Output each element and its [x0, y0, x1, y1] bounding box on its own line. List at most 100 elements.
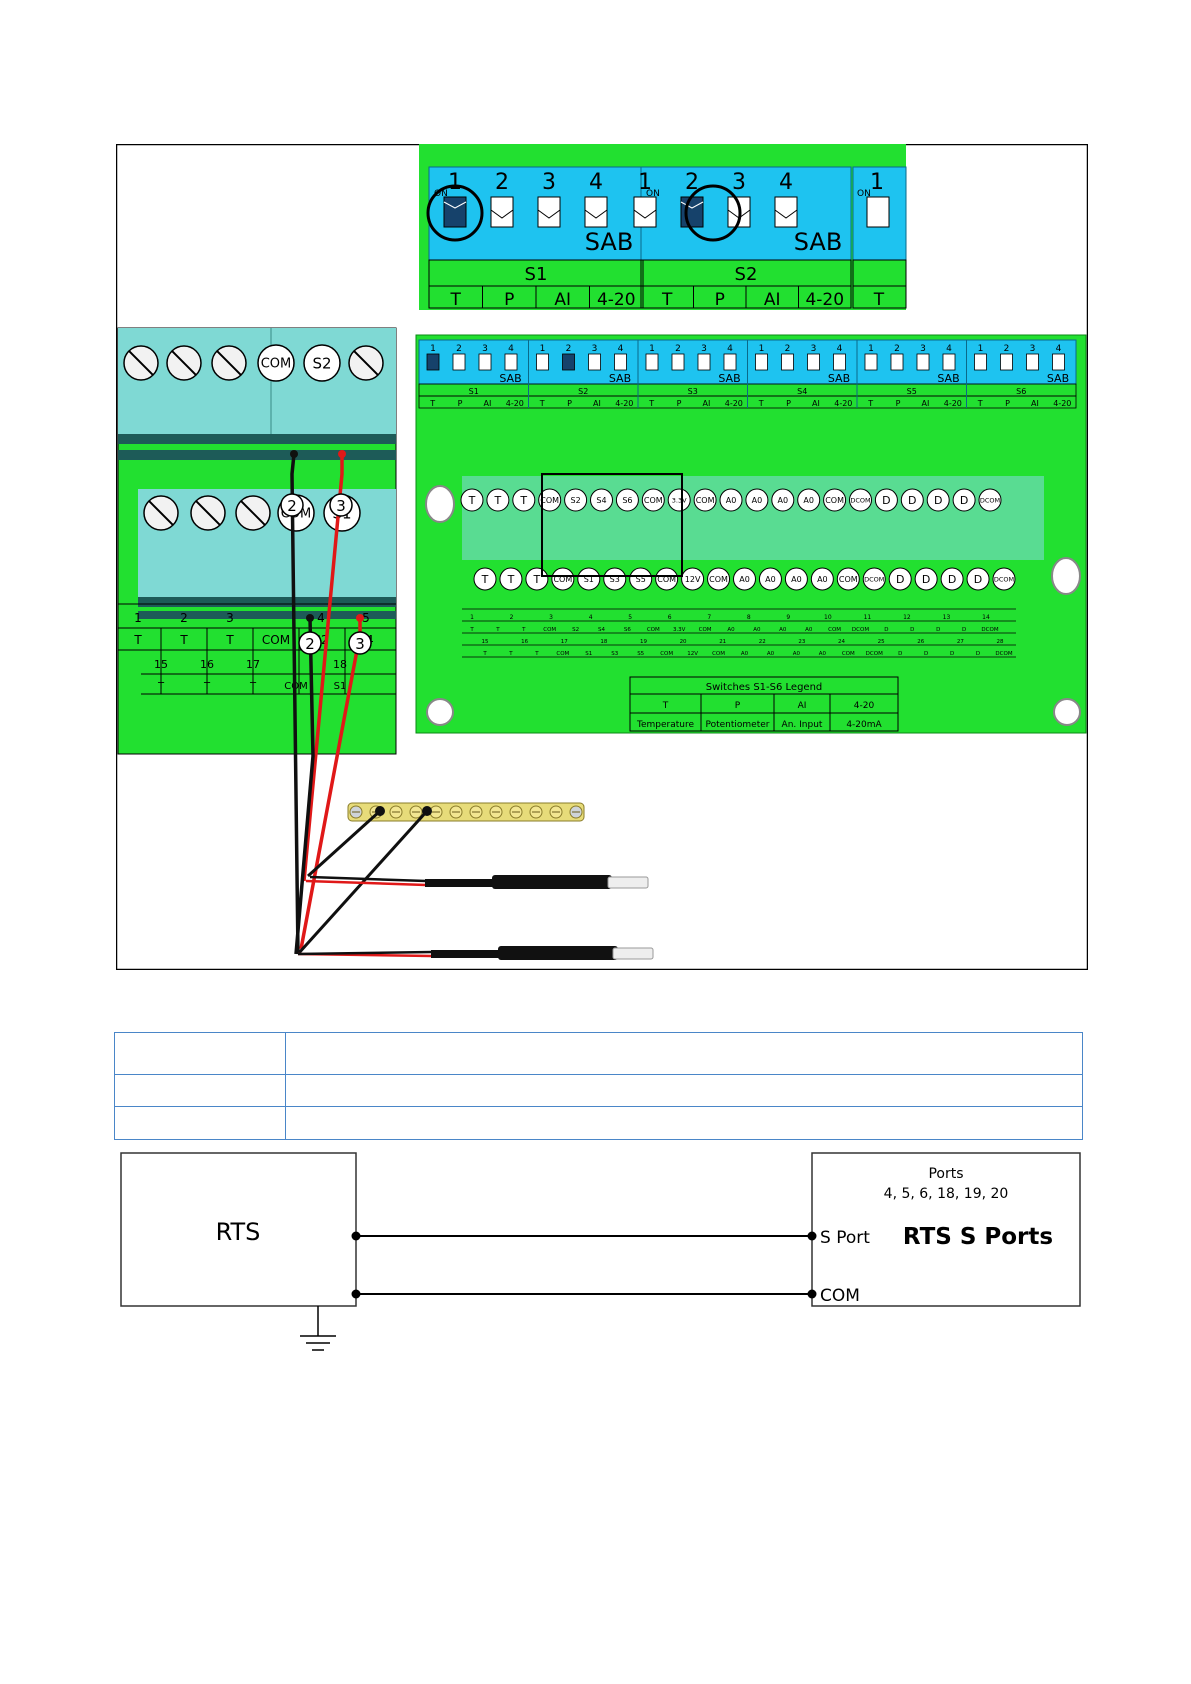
- board-dip-mode-label: AI: [922, 399, 930, 408]
- board-table-cell: 26: [917, 639, 924, 645]
- sensor-probe-icon: [607, 876, 649, 889]
- board-dip-number: 2: [894, 344, 900, 354]
- wire-lug-red-1: [338, 450, 346, 458]
- board-table-cell: A0: [727, 627, 735, 633]
- board-dip-group-label: S1: [469, 387, 479, 396]
- dip-group-label-s2: S2: [735, 264, 758, 285]
- dip-switch-lever: [633, 209, 657, 219]
- board-terminal: [615, 488, 639, 512]
- probe-2-sleeve: [498, 946, 618, 960]
- dip-switch-icon: [890, 353, 904, 371]
- bus-screw-connection-2: [422, 806, 432, 816]
- board-terminal-label: D: [934, 494, 942, 507]
- board-dip-group-label: S2: [578, 387, 588, 396]
- dip-switch-lever: [443, 201, 467, 209]
- board-terminal-label: T: [468, 494, 476, 507]
- board-terminal: [551, 567, 575, 591]
- legend-code: 4-20: [854, 701, 875, 711]
- board-table-cell: 4: [589, 614, 593, 621]
- board-terminal: [900, 488, 924, 512]
- board-table-cell: S3: [611, 651, 618, 657]
- board-table-cell: 2: [510, 614, 514, 621]
- dip-switch-number: 4: [589, 170, 603, 195]
- board-terminal-label: D: [922, 573, 930, 586]
- board-dip-number: 3: [482, 344, 488, 354]
- board-terminal: [952, 488, 976, 512]
- board-table-cell: D: [884, 627, 888, 633]
- board-dip-group-label: S4: [797, 387, 807, 396]
- terminal-upper-rail: [118, 434, 396, 444]
- dip-switch-lever: [584, 209, 608, 219]
- board-terminal: [667, 488, 691, 512]
- board-dip-number: 2: [675, 344, 681, 354]
- board-terminal: [810, 567, 834, 591]
- board-dip-mode-label: AI: [1031, 399, 1039, 408]
- board-table-cell: 18: [600, 639, 607, 645]
- board-terminal-label: T: [507, 573, 515, 586]
- board-table-cell: 17: [561, 639, 568, 645]
- board-dip-sab-label: SAB: [828, 372, 850, 385]
- dip-switch-icon: [723, 353, 737, 371]
- board-table-cell: 15: [482, 639, 489, 645]
- board-terminal-label: D: [974, 573, 982, 586]
- wire-marker-circle-2: [329, 493, 353, 517]
- legend-code: T: [662, 701, 669, 711]
- board-table-cell: DCOM: [981, 627, 998, 633]
- board-table-cell: 9: [786, 614, 790, 621]
- legend-code: P: [735, 701, 741, 711]
- screw-slot: [195, 500, 221, 526]
- wire-marker-circle-1: [280, 493, 304, 517]
- dip-switch-icon: [537, 196, 561, 228]
- pin-number: 3: [226, 611, 234, 625]
- board-terminal: [719, 488, 743, 512]
- board-terminal-label: DCOM: [864, 575, 884, 583]
- board-terminal-label: S6: [622, 496, 632, 505]
- board-terminal-label: COM: [644, 496, 663, 505]
- board-table-cell: D: [962, 627, 966, 633]
- wire-marker-2: 3: [336, 497, 346, 515]
- board-terminal-label: D: [896, 573, 904, 586]
- board-terminal: [538, 488, 562, 512]
- terminal-lower-rail: [138, 597, 396, 607]
- dip-mode-label: 4-20: [597, 290, 636, 310]
- highlight-box-s-ports: [541, 473, 683, 577]
- board-terminal-label: A0: [817, 575, 828, 584]
- board-dip-mode-label: T: [867, 399, 873, 408]
- board-table-cell: 12: [903, 614, 911, 621]
- dip-switch-icon: [866, 196, 890, 228]
- board-terminal: [512, 488, 536, 512]
- wire-markers: 2 3 2 3: [280, 493, 372, 655]
- info-table: [114, 1032, 1083, 1140]
- probe-1-cable: [425, 879, 495, 887]
- s-port-label: S Port: [820, 1228, 870, 1248]
- probe-2-cable: [431, 950, 501, 958]
- wire-marker-4: 3: [355, 635, 365, 653]
- board-table-cell: A0: [779, 627, 787, 633]
- board-dip-number: 3: [811, 344, 817, 354]
- board-terminal-label: 12V: [685, 575, 701, 584]
- board-terminal-label: S5: [636, 575, 646, 584]
- board-table-cell: 21: [719, 639, 726, 645]
- dip-switch-number: 3: [542, 170, 556, 195]
- dip-on-label-s1: ON: [434, 189, 448, 199]
- rts-signal-node: [351, 1231, 361, 1241]
- lower-pin-function: T: [203, 681, 211, 692]
- board-table-cell: 16: [521, 639, 528, 645]
- rts-com-node: [351, 1289, 361, 1299]
- terminal-upper-rail-2: [118, 450, 396, 460]
- board-table-cell: COM: [712, 651, 725, 657]
- board-table-cell: 3.3V: [673, 627, 686, 633]
- board-terminal-label: COM: [540, 496, 559, 505]
- board-dip-number: 3: [1030, 344, 1036, 354]
- highlight-circle-switch-2: [684, 184, 742, 242]
- temperature-probe-2: [431, 946, 654, 960]
- board-terminal-label: COM: [825, 496, 844, 505]
- board-dip-number: 2: [785, 344, 791, 354]
- board-terminal: [733, 567, 756, 591]
- dip-mode-label: P: [715, 290, 725, 310]
- highlight-circle-switch-1: [426, 184, 484, 242]
- pin-number: 1: [134, 611, 142, 625]
- board-table-cell: D: [950, 651, 954, 657]
